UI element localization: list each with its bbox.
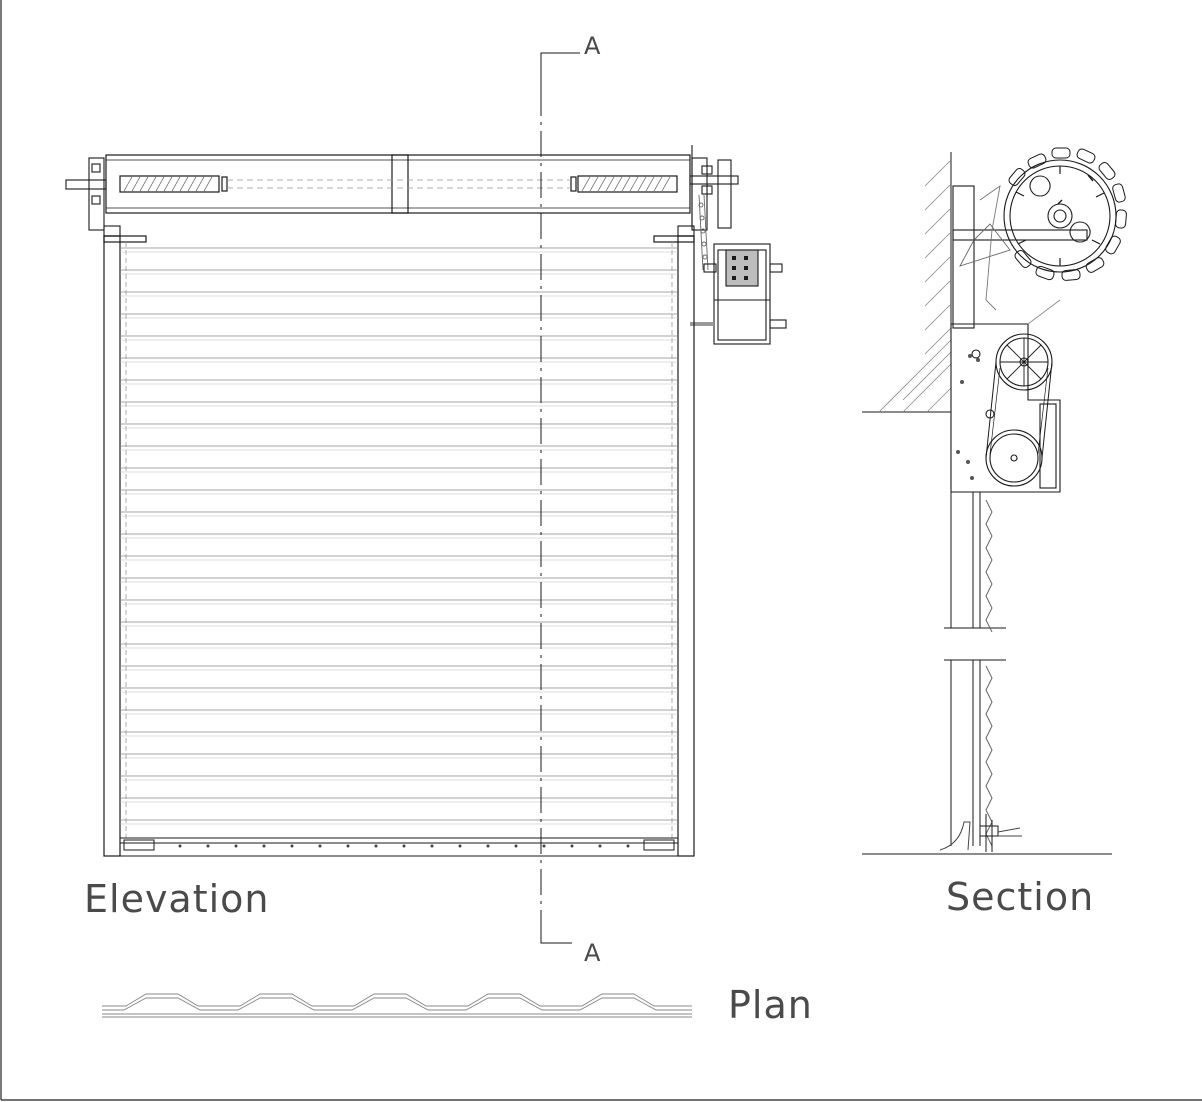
right-bracket	[677, 145, 739, 237]
left-bracket	[65, 157, 121, 237]
door-curtain	[119, 242, 679, 857]
roller-drum	[959, 147, 1127, 311]
side-guides	[103, 235, 695, 857]
section-mark-top: A	[584, 32, 601, 60]
section-view	[862, 147, 1127, 855]
section-mark-bottom: A	[584, 939, 601, 967]
section-cut-line	[540, 52, 580, 944]
mounting-plate	[952, 185, 1088, 329]
elevation-label: Elevation	[84, 877, 270, 921]
bottom-bar	[119, 837, 679, 857]
hoist-chain	[698, 194, 709, 271]
section-label: Section	[946, 875, 1094, 919]
plan-label: Plan	[728, 983, 813, 1027]
drive-housing	[950, 299, 1061, 493]
roller-box	[105, 154, 691, 214]
elevation-view	[65, 52, 787, 944]
section-guide-rail	[939, 492, 1022, 852]
motor-unit	[690, 243, 787, 345]
plan-view	[102, 993, 692, 1018]
wall-hatch	[862, 152, 952, 413]
